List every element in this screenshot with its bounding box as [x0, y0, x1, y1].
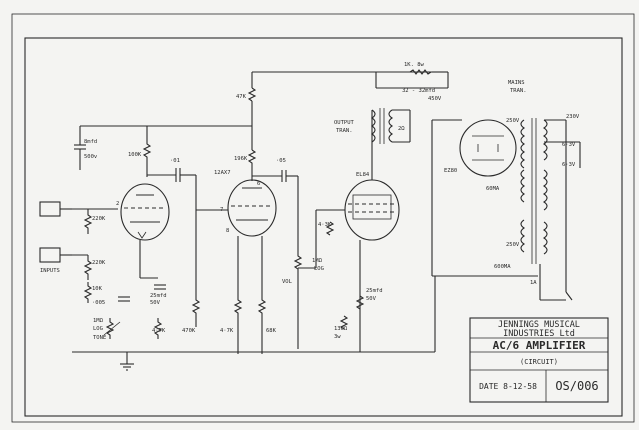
resistor-220k-1: [83, 209, 93, 234]
r-10k-label: 10K: [92, 286, 103, 292]
tube-ez80: [459, 119, 517, 177]
inner-frame: [24, 37, 623, 417]
c-01-label: ·01: [170, 158, 180, 164]
r-47k-label-a: 47K: [236, 94, 247, 100]
v-250v-label-a: 250V: [506, 118, 520, 124]
c-450v-label: 450V: [428, 96, 442, 102]
vol-label: VOL: [282, 279, 293, 285]
drawing-subtitle: (CIRCUIT): [520, 358, 558, 366]
pin-2-label: 2: [116, 201, 119, 207]
tube-el84: [344, 179, 400, 241]
drawing-date: DATE 8-12-58: [479, 382, 537, 391]
c-05-label: ·05: [276, 158, 286, 164]
c-50v-label-b: 50V: [366, 296, 377, 302]
resistor-68k: [257, 236, 267, 354]
r-220k-label-2: 220K: [92, 260, 106, 266]
mains-tran-label: MAINS: [508, 80, 525, 86]
tone-pot: [105, 318, 115, 339]
c-005-label: ·005: [92, 300, 105, 306]
c-25mfd-label-a: 25mfd: [150, 293, 167, 299]
tube-v1: [120, 183, 170, 241]
v-6v-label-a: 6·3V: [562, 142, 576, 148]
resistor-1k-8w: [409, 69, 432, 75]
v-6v-label-b: 6·3V: [562, 162, 576, 168]
title-block: [469, 317, 609, 403]
product-title: AC/6 AMPLIFIER: [493, 339, 586, 352]
v-250v-label-b: 250V: [506, 242, 520, 248]
r-43k-label: 4·3K: [318, 222, 332, 228]
resistor-100k: [142, 126, 152, 177]
output-tran-label: OUTPUT: [334, 120, 355, 126]
resistor-47k-c: [233, 236, 243, 354]
resistor-470k: [191, 175, 201, 327]
volume-pot: [293, 176, 303, 349]
resistor-47k-a: [247, 87, 257, 102]
c-500v-label: 500v: [84, 154, 98, 160]
pin-8-label: 8: [226, 228, 229, 234]
page-border: [11, 13, 635, 423]
company-name-2: INDUSTRIES Ltd: [503, 329, 575, 339]
c-32-32-label: 32 - 32mfd: [402, 88, 435, 94]
r-log-label: LOG: [93, 326, 103, 332]
mains-tran-label-2: TRAN.: [510, 88, 527, 94]
speaker-2r-label: 2Ω: [398, 126, 405, 132]
c-50v-label-a: 50V: [150, 300, 161, 306]
r-470k-label: 470K: [182, 328, 196, 334]
cap-el84-cathode: [355, 295, 365, 310]
resistor-10k: [83, 282, 93, 303]
c-25mfd-label-b: 25mfd: [366, 288, 383, 294]
input-jacks: [39, 201, 118, 263]
inputs-label: INPUTS: [40, 268, 60, 274]
r-log-vol-label: LOG: [314, 266, 324, 272]
tube-12ax7-label: 12AX7: [214, 170, 231, 176]
resistor-196k: [247, 149, 257, 181]
company-name: JENNINGS MUSICAL: [498, 320, 580, 330]
ma-600-label: 600MA: [494, 264, 511, 270]
r-100k-label: 100K: [128, 152, 142, 158]
resistor-220k-2: [83, 255, 93, 280]
drawing-number: OS/006: [555, 379, 598, 393]
r-47k-label-b: 4·7K: [152, 328, 166, 334]
r-1meg-vol-label: 1MΩ: [312, 258, 323, 264]
r-1k-8w-label: 1K. 8w: [404, 62, 425, 68]
tone-label: TONE: [93, 335, 106, 341]
r-196k-label: 196K: [234, 156, 248, 162]
r-1meg-label: 1MΩ: [93, 318, 104, 324]
amp-1a-label: 1A: [530, 280, 537, 286]
tube-el84-label: EL84: [356, 172, 370, 178]
r-130-label: 130Ω: [334, 326, 348, 332]
r-68k-label: 68K: [266, 328, 277, 334]
output-tran-label-2: TRAN.: [336, 128, 353, 134]
c-8mfd-label: 8mfd: [84, 139, 97, 145]
resistor-47k-b: [153, 318, 163, 339]
resistor-43k: [325, 221, 335, 236]
v-230v-label: 230V: [566, 114, 580, 120]
output-transformer: [371, 108, 411, 180]
r-3w-label: 3w: [334, 334, 341, 340]
resistor-130: [339, 315, 349, 330]
tube-ez80-label: EZ80: [444, 168, 457, 174]
pin-6-label: 6: [257, 181, 260, 187]
tube-v2-12ax7: [227, 179, 277, 237]
r-220k-label-1: 220K: [92, 216, 106, 222]
mains-transformer: [520, 118, 548, 264]
ma-60-label: 60MA: [486, 186, 500, 192]
r-47k-label-c: 4·7K: [220, 328, 234, 334]
